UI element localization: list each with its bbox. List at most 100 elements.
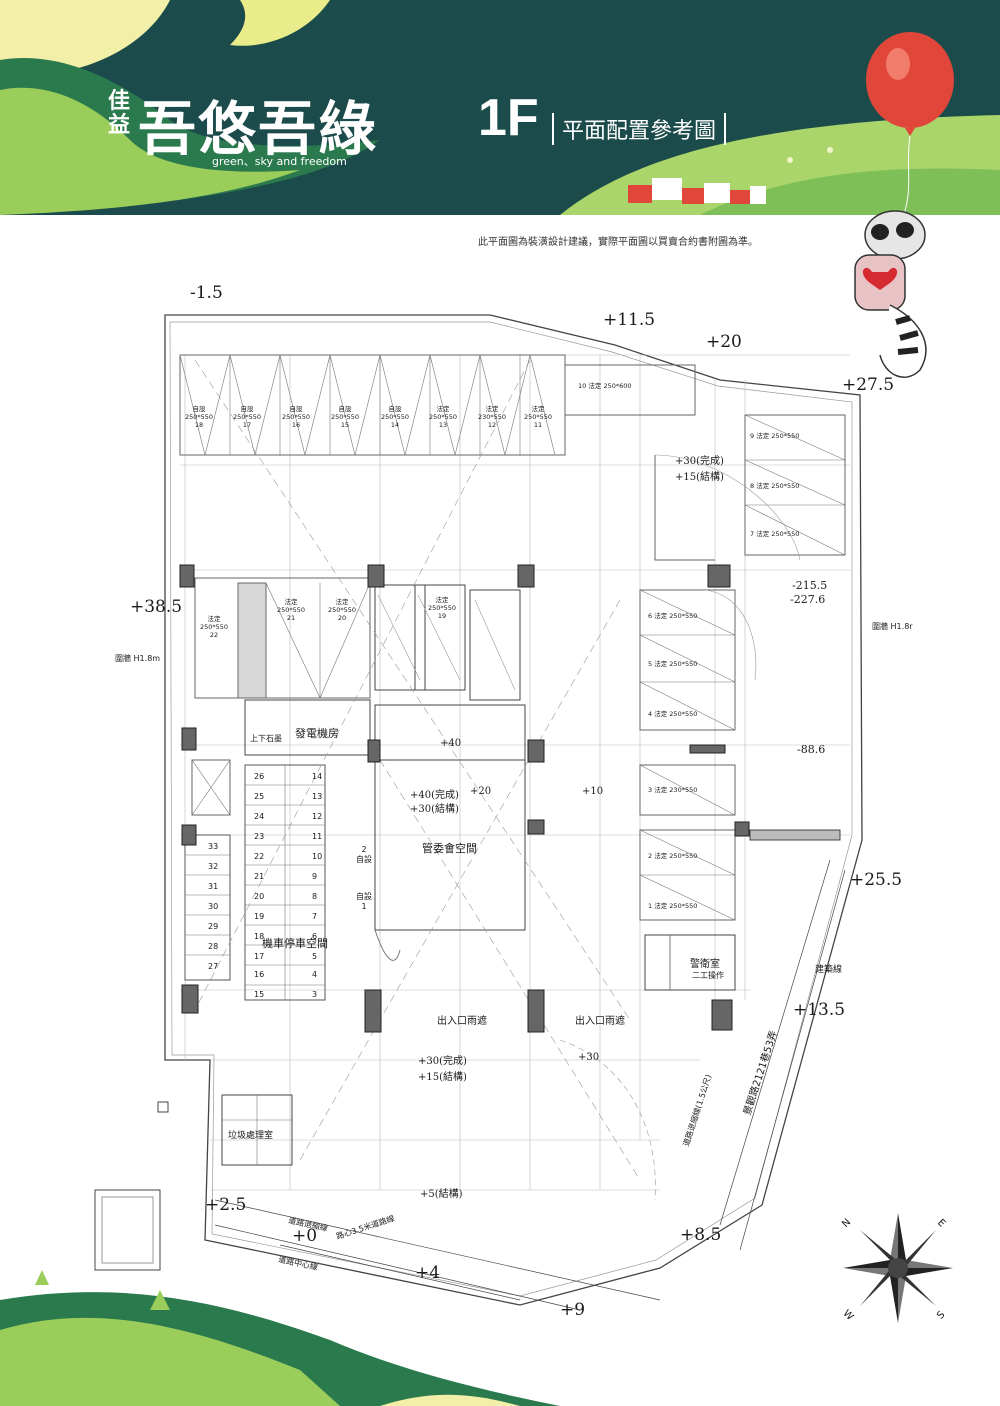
parking-space: 6 法定 250*550: [648, 612, 698, 620]
generator-room-label: 發電機房: [295, 727, 339, 740]
level-marker: -1.5: [190, 283, 223, 303]
plan-note: +40(完成): [410, 790, 459, 801]
moto-space: 25: [254, 792, 265, 801]
plan-note: +15(結構): [675, 472, 724, 483]
fence-label: 圍牆 H1.8r: [872, 622, 913, 631]
moto-space: 4: [312, 970, 318, 979]
level-marker: +11.5: [603, 310, 656, 330]
parking-space: 9 法定 250*550: [750, 432, 800, 440]
canopy-label: 出入口雨遮: [575, 1016, 625, 1027]
moto-space: 8: [312, 892, 318, 901]
moto-space: 32: [208, 862, 219, 871]
moto-space: 10: [312, 852, 323, 861]
moto-space: 23: [254, 832, 265, 841]
footer-hill-light: [380, 1394, 520, 1406]
manage-room-label: 管委會空間: [422, 842, 477, 855]
footer-hill-green: [0, 1317, 340, 1406]
header-hill-green: [0, 87, 300, 215]
moto-space: 31: [208, 882, 219, 891]
floor-code: 1F: [478, 89, 539, 147]
tree-dot: [787, 157, 793, 163]
plan-note: +30(結構): [410, 804, 459, 815]
plan-note: +20: [470, 786, 492, 797]
moto-space: 24: [254, 812, 265, 821]
level-marker: +20: [706, 332, 742, 352]
level-marker: +27.5: [842, 375, 895, 395]
moto-space: 26: [254, 772, 265, 781]
trash-room-label: 垃圾處理室: [228, 1131, 274, 1141]
fence-label: 圍牆 H1.8m: [115, 654, 161, 663]
stair-label: 上下石墨: [250, 734, 282, 743]
balloon-illustration: [866, 32, 954, 226]
moto-space: 5: [312, 952, 318, 961]
guard-room-sub: 二工操作: [692, 971, 724, 980]
plan-drawing: [94, 314, 863, 1311]
parking-space: 3 法定 230*550: [648, 786, 698, 794]
moto-space: 9: [312, 872, 318, 881]
moto-space: 15: [254, 990, 265, 999]
tree-icon: [150, 1290, 170, 1310]
parking-space: 2 法定 250*550: [648, 852, 698, 860]
moto-space: 3: [312, 990, 318, 999]
brand-tagline: green、sky and freedom: [212, 155, 347, 168]
parking-space: 5 法定 250*550: [648, 660, 698, 668]
build-line-label: 建築線: [815, 965, 843, 975]
disclaimer: 此平面圖為裝潢設計建議，實際平面圖以買賣合約書附圖為準。: [478, 237, 758, 248]
plan-note: +30: [578, 1052, 600, 1063]
brand-sub: 佳益: [108, 89, 131, 138]
level-marker: +0: [292, 1226, 318, 1246]
level-marker: +2.5: [205, 1195, 247, 1215]
moto-space: 16: [254, 970, 265, 979]
header-hill-right-2: [700, 168, 1000, 215]
parking-space: 8 法定 250*550: [750, 482, 800, 490]
moto-space: 17: [254, 952, 265, 961]
tree-icon: [35, 1270, 49, 1285]
level-marker: +4: [415, 1263, 441, 1283]
plan-note: +15(結構): [418, 1072, 467, 1083]
moto-space: 14: [312, 772, 323, 781]
tree-dot: [827, 147, 833, 153]
plan-note: +30(完成): [675, 456, 724, 467]
plan-note: +5(結構): [420, 1189, 463, 1200]
moto-space: 29: [208, 922, 219, 931]
moto-area-label: 機車停車空間: [262, 937, 328, 950]
moto-space: 22: [254, 852, 265, 861]
level-marker: +25.5: [850, 870, 903, 890]
parking-space: 4 法定 250*550: [648, 710, 698, 718]
level-marker: +9: [560, 1300, 586, 1320]
moto-space: 6: [312, 932, 318, 941]
moto-space: 30: [208, 902, 219, 911]
moto-space: 7: [312, 912, 318, 921]
brand-title: 吾悠吾綠: [138, 95, 379, 163]
moto-space: 18: [254, 932, 265, 941]
moto-space: 33: [208, 842, 219, 851]
header-hill-light: [0, 0, 170, 75]
elev-note: -215.5: [792, 579, 828, 592]
floor-title: 平面配置參考圖: [552, 113, 727, 145]
moto-space: 20: [254, 892, 265, 901]
raccoon-illustration: [854, 210, 927, 378]
plan-note: +10: [582, 786, 604, 797]
parking-space: 1 法定 250*550: [648, 902, 698, 910]
moto-space: 12: [312, 812, 323, 821]
moto-space: 11: [312, 832, 323, 841]
level-marker: +8.5: [680, 1225, 722, 1245]
plan-note: +30(完成): [418, 1056, 467, 1067]
elev-note: -227.6: [790, 593, 826, 606]
header-hill-yellow: [230, 0, 330, 46]
canopy-label: 出入口雨遮: [437, 1016, 487, 1027]
plan-note: +40: [440, 738, 462, 749]
moto-space: 21: [254, 872, 265, 881]
parking-space: 10 法定 250*600: [578, 382, 632, 390]
moto-space: 13: [312, 792, 323, 801]
